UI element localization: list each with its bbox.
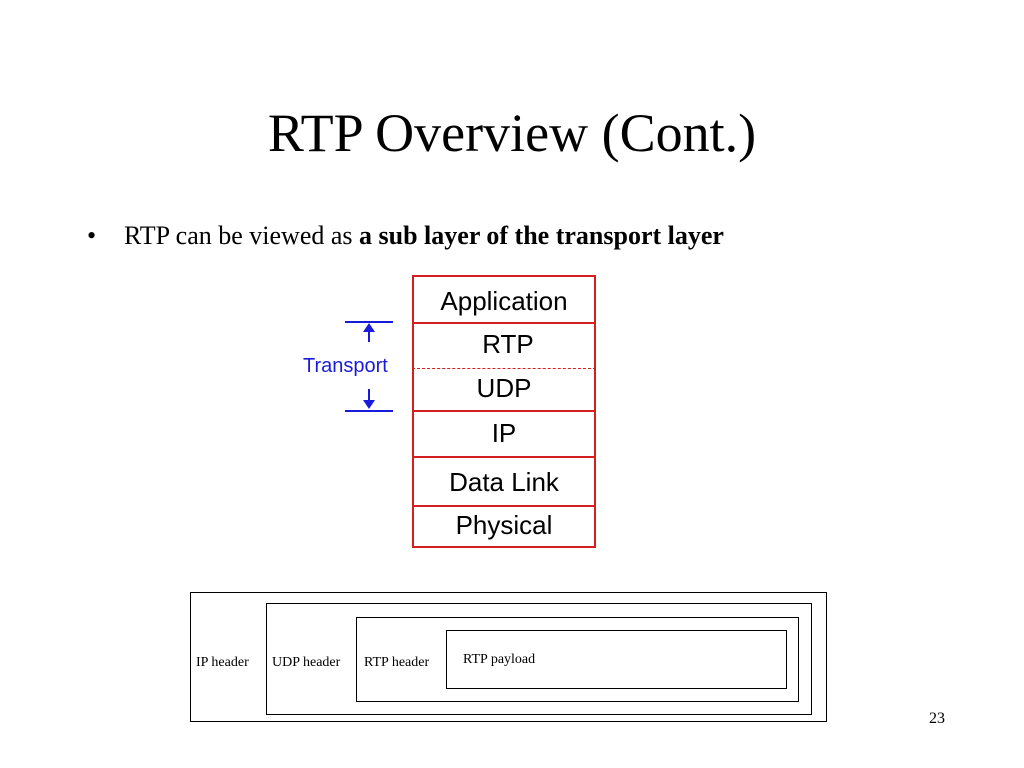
page-number: 23 [929,710,945,727]
bullet-text: RTP can be viewed as [124,221,360,250]
layer-label: Physical [455,510,553,540]
bullet-marker: • [87,221,97,250]
transport-label: Transport [303,355,388,377]
slide-title: RTP Overview (Cont.) [267,103,757,163]
rtp-payload-label: RTP payload [463,652,536,667]
layer-rtp-udp: RTP UDP [414,324,594,412]
bullet-item: • RTP can be viewed as a sub layer of the… [87,218,724,254]
layer-ip: IP [414,412,594,458]
protocol-stack: Application RTP UDP IP Data Link Physica… [412,275,596,548]
layer-udp-label: UDP [476,373,532,403]
arrow-down-shaft [368,389,370,400]
layer-label: Application [440,286,568,316]
layer-rtp-label: RTP [482,329,534,359]
layer-application: Application [414,277,594,324]
arrow-up-shaft [368,331,370,342]
rtp-header-label: RTP header [364,655,430,670]
layer-label: Data Link [449,467,559,497]
ip-header-label: IP header [196,655,249,670]
ip-packet-box [190,592,827,722]
layer-physical: Physical [414,507,594,546]
transport-top-line [345,321,393,323]
rtp-payload-box [446,630,787,689]
udp-datagram-box [266,603,812,715]
layer-data-link: Data Link [414,458,594,507]
bullet-bold-text: a sub layer of the transport layer [359,221,724,250]
transport-divider [412,368,596,369]
rtp-packet-box [356,617,799,702]
transport-bottom-line [345,410,393,412]
layer-label: IP [491,418,517,448]
arrow-up-icon [363,323,375,332]
udp-header-label: UDP header [272,655,341,670]
arrow-down-icon [363,400,375,409]
